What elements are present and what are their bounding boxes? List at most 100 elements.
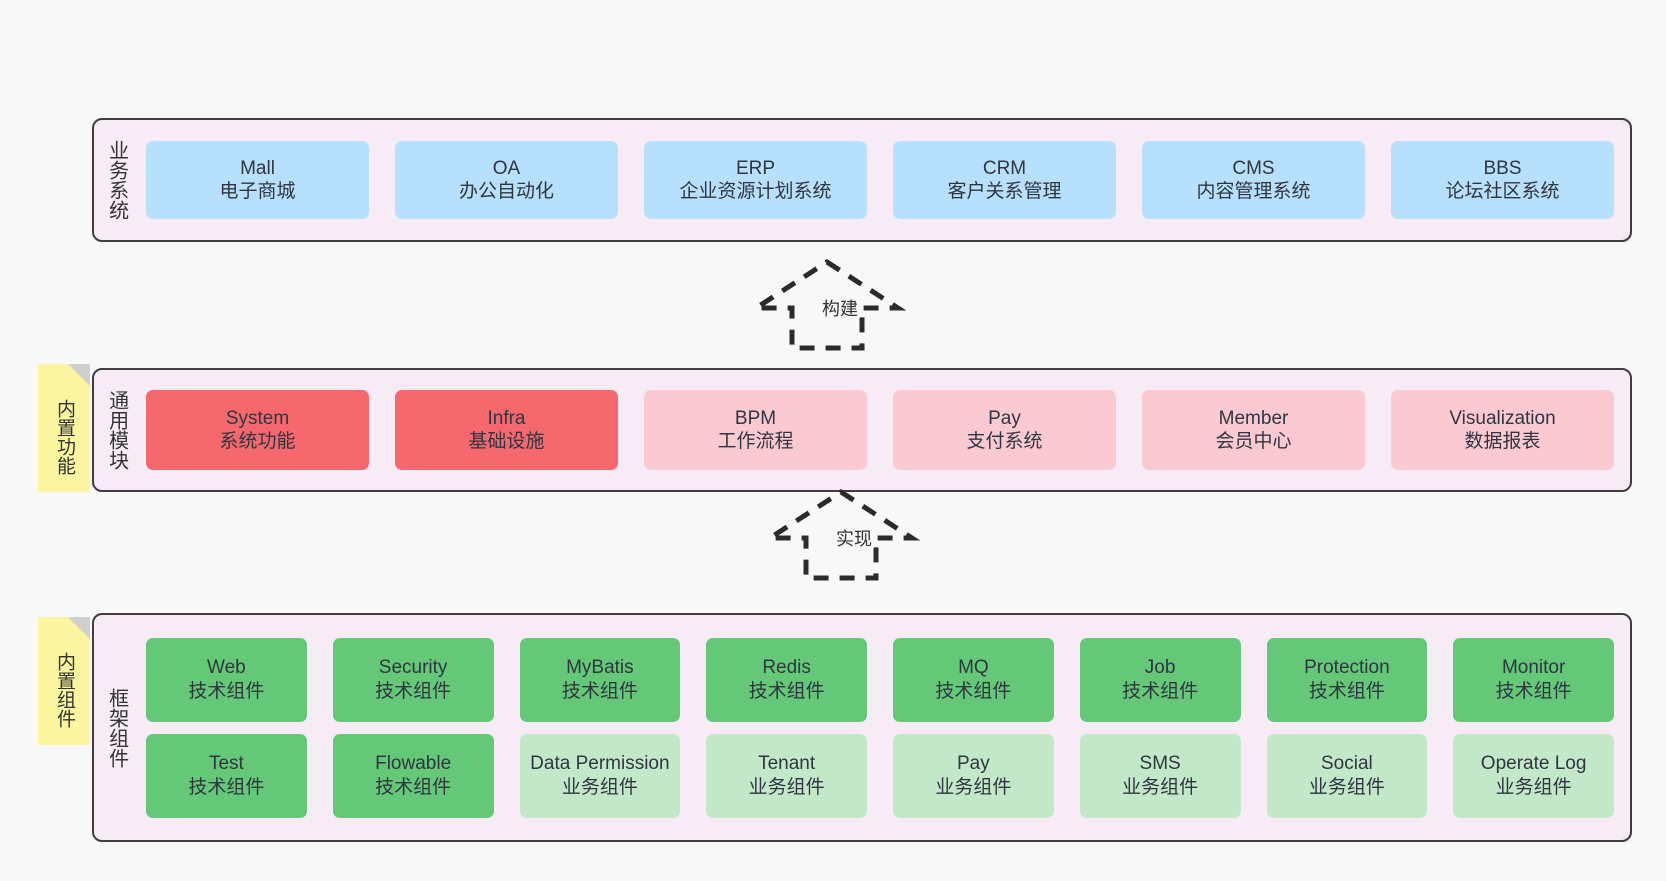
card-title: Pay [988, 407, 1021, 429]
card-protection[interactable]: Protection 技术组件 [1266, 637, 1428, 722]
layer-body-business: Mall 电子商城 OA 办公自动化 ERP 企业资源计划系统 CRM 客户关系… [138, 120, 1630, 240]
card-monitor[interactable]: Monitor 技术组件 [1453, 637, 1614, 722]
card-title: Infra [487, 407, 526, 429]
card-subtitle: 支付系统 [966, 431, 1043, 452]
dashed-up-arrow-icon [747, 259, 907, 351]
card-title: Mall [240, 157, 275, 179]
card-subtitle: 业务组件 [1308, 776, 1385, 798]
card-crm[interactable]: CRM 客户关系管理 [893, 141, 1116, 219]
card-erp[interactable]: ERP 企业资源计划系统 [644, 141, 867, 219]
card-title: MQ [958, 657, 989, 679]
card-mall[interactable]: Mall 电子商城 [146, 141, 369, 219]
card-title: CRM [982, 157, 1027, 179]
card-subtitle: 数据报表 [1464, 431, 1541, 452]
card-infra[interactable]: Infra 基础设施 [395, 390, 618, 470]
card-row: Test 技术组件 Flowable 技术组件 Data Permission … [146, 733, 1614, 818]
card-subtitle: 客户关系管理 [947, 181, 1062, 202]
layer-label-business: 业务系统 [105, 140, 128, 220]
card-title: Test [208, 753, 244, 775]
layer-common-module: 通用模块 System 系统功能 Infra 基础设施 BPM 工作流程 Pay… [92, 368, 1632, 492]
card-subtitle: 基础设施 [468, 431, 545, 452]
card-tenant[interactable]: Tenant 业务组件 [706, 733, 867, 818]
card-mybatis[interactable]: MyBatis 技术组件 [519, 637, 681, 722]
card-cms[interactable]: CMS 内容管理系统 [1142, 141, 1365, 219]
card-title: Social [1321, 753, 1373, 775]
layer-label-common: 通用模块 [105, 390, 128, 470]
card-title: OA [492, 157, 521, 179]
sticky-note-builtin-components: 内置组件 [38, 617, 90, 745]
card-member[interactable]: Member 会员中心 [1142, 390, 1365, 470]
card-subtitle: 技术组件 [188, 680, 265, 702]
card-social[interactable]: Social 业务组件 [1266, 733, 1428, 818]
card-subtitle: 企业资源计划系统 [679, 181, 832, 202]
card-subtitle: 技术组件 [375, 776, 452, 798]
card-data-permission[interactable]: Data Permission 业务组件 [519, 733, 681, 818]
card-security[interactable]: Security 技术组件 [332, 637, 494, 722]
card-row: System 系统功能 Infra 基础设施 BPM 工作流程 Pay 支付系统… [146, 390, 1614, 470]
card-title: CMS [1232, 157, 1275, 179]
card-subtitle: 技术组件 [375, 680, 452, 702]
card-test[interactable]: Test 技术组件 [146, 733, 307, 818]
arrow-implement: 实现 [761, 488, 921, 581]
layer-body-common: System 系统功能 Infra 基础设施 BPM 工作流程 Pay 支付系统… [138, 370, 1630, 490]
card-job[interactable]: Job 技术组件 [1079, 637, 1241, 722]
card-oa[interactable]: OA 办公自动化 [395, 141, 618, 219]
card-subtitle: 工作流程 [717, 431, 794, 452]
layer-framework-component: 框架组件 Web 技术组件 Security 技术组件 MyBatis 技术组件… [92, 613, 1632, 842]
card-title: Operate Log [1480, 753, 1587, 775]
layer-business-system: 业务系统 Mall 电子商城 OA 办公自动化 ERP 企业资源计划系统 CRM… [92, 118, 1632, 242]
card-subtitle: 业务组件 [748, 776, 825, 798]
card-bpm[interactable]: BPM 工作流程 [644, 390, 867, 470]
card-title: Security [378, 657, 448, 679]
sticky-note-label: 内置组件 [54, 652, 76, 728]
card-subtitle: 业务组件 [1495, 776, 1572, 798]
card-title: Visualization [1449, 407, 1556, 429]
card-title: SMS [1139, 753, 1181, 775]
card-flowable[interactable]: Flowable 技术组件 [332, 733, 494, 818]
card-title: System [225, 407, 290, 429]
card-subtitle: 技术组件 [561, 680, 638, 702]
card-title: Protection [1304, 657, 1390, 679]
card-row: Mall 电子商城 OA 办公自动化 ERP 企业资源计划系统 CRM 客户关系… [146, 141, 1614, 219]
arrow-implement-label: 实现 [834, 529, 874, 549]
card-subtitle: 技术组件 [188, 776, 265, 798]
card-title: ERP [735, 157, 776, 179]
card-subtitle: 技术组件 [1495, 680, 1572, 702]
card-title: Job [1144, 657, 1176, 679]
card-title: Monitor [1501, 657, 1566, 679]
arrow-build-label: 构建 [820, 299, 860, 319]
card-mq[interactable]: MQ 技术组件 [893, 637, 1054, 722]
layer-body-framework: Web 技术组件 Security 技术组件 MyBatis 技术组件 Redi… [138, 615, 1630, 840]
card-system[interactable]: System 系统功能 [146, 390, 369, 470]
card-subtitle: 电子商城 [219, 181, 296, 202]
card-subtitle: 技术组件 [935, 680, 1012, 702]
card-bbs[interactable]: BBS 论坛社区系统 [1391, 141, 1614, 219]
card-subtitle: 技术组件 [1308, 680, 1385, 702]
card-visualization[interactable]: Visualization 数据报表 [1391, 390, 1614, 470]
card-title: MyBatis [566, 657, 634, 679]
card-subtitle: 技术组件 [748, 680, 825, 702]
card-subtitle: 会员中心 [1215, 431, 1292, 452]
card-subtitle: 办公自动化 [458, 181, 554, 202]
card-title: Tenant [758, 753, 816, 775]
card-subtitle: 系统功能 [219, 431, 296, 452]
card-subtitle: 论坛社区系统 [1445, 181, 1560, 202]
card-pay[interactable]: Pay 支付系统 [893, 390, 1116, 470]
card-subtitle: 业务组件 [1122, 776, 1199, 798]
layer-label-framework: 框架组件 [105, 687, 128, 768]
card-operate-log[interactable]: Operate Log 业务组件 [1453, 733, 1614, 818]
dashed-up-arrow-icon [761, 489, 921, 581]
card-web[interactable]: Web 技术组件 [146, 637, 307, 722]
card-redis[interactable]: Redis 技术组件 [706, 637, 867, 722]
card-sms[interactable]: SMS 业务组件 [1079, 733, 1241, 818]
card-title: Pay [957, 753, 990, 775]
card-pay-component[interactable]: Pay 业务组件 [893, 733, 1054, 818]
card-subtitle: 内容管理系统 [1196, 181, 1311, 202]
arrow-build: 构建 [747, 258, 907, 351]
card-title: Web [207, 657, 246, 679]
sticky-note-builtin-features: 内置功能 [38, 364, 90, 492]
card-title: Flowable [375, 753, 452, 775]
sticky-note-label: 内置功能 [54, 399, 76, 475]
card-title: Member [1218, 407, 1289, 429]
card-subtitle: 技术组件 [1122, 680, 1199, 702]
